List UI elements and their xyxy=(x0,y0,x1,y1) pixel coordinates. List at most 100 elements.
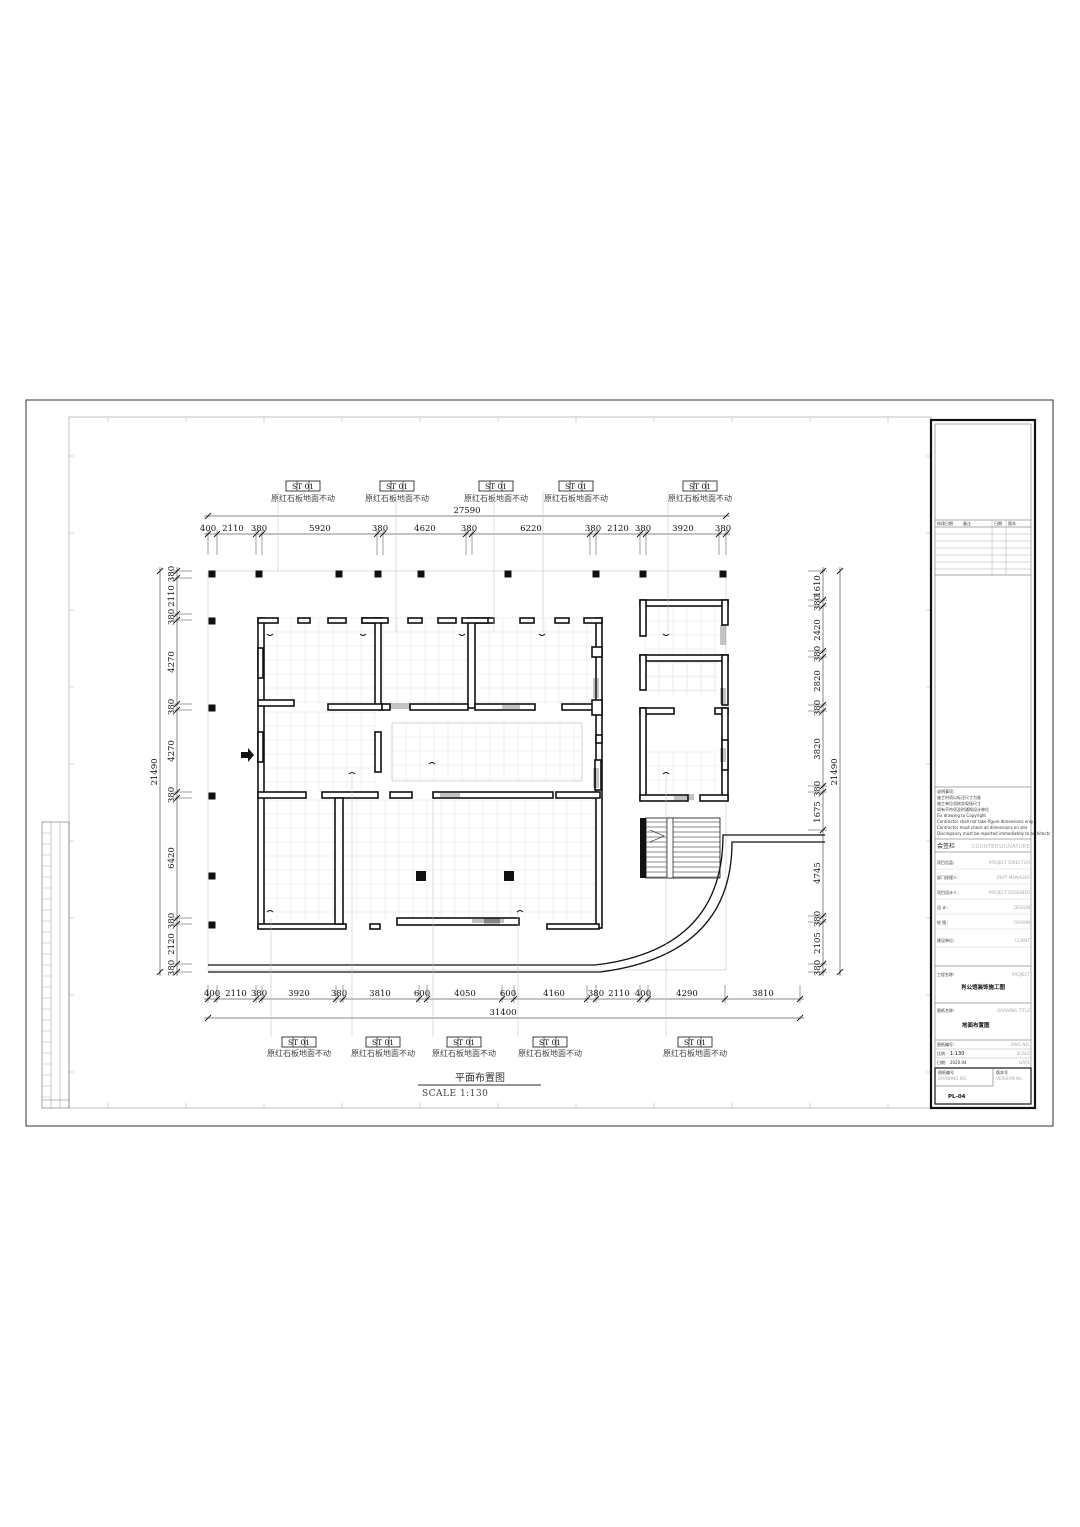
bottom-dimension-label: 600 xyxy=(414,989,430,999)
floor-plan xyxy=(207,570,825,973)
tag-note: 原红石板地面不动 xyxy=(518,1048,582,1058)
drawing-title-block: 平面布置图 SCALE 1:130 xyxy=(418,1072,541,1099)
svg-text:日期：: 日期： xyxy=(937,1059,949,1065)
svg-text:DRAWING NO.: DRAWING NO. xyxy=(938,1076,967,1081)
tag-code: ST 01 xyxy=(288,1038,310,1047)
right-dimension-label: 380 xyxy=(813,781,823,797)
drawing-scale: SCALE 1:130 xyxy=(422,1089,488,1099)
project-name: 肖公馆装饰施工图 xyxy=(961,983,1006,991)
svg-text:如有不符须及时通知设计单位: 如有不符须及时通知设计单位 xyxy=(937,806,989,812)
svg-text:图纸编号: 图纸编号 xyxy=(938,1069,954,1075)
countersign-section: 会签栏 COUNTERSIGNATURE 项目总监：PROJECT DIRECT… xyxy=(935,842,1031,948)
tag-note: 原红石板地面不动 xyxy=(351,1048,415,1058)
role-label-en: DESIGN xyxy=(1014,905,1030,910)
material-tag: ST 01 原红石板地面不动 xyxy=(271,480,335,571)
role-label: 项目设计人： xyxy=(937,889,961,895)
svg-text:DWG NO.: DWG NO. xyxy=(1010,1042,1030,1047)
svg-text:会签栏: 会签栏 xyxy=(937,842,955,850)
top-dimension-label: 3920 xyxy=(672,524,694,534)
role-label-en: CLIENT xyxy=(1015,938,1030,943)
right-dimension-label: 4745 xyxy=(813,862,823,884)
right-dimension-label: 2820 xyxy=(813,670,823,692)
left-revision-grid xyxy=(41,821,70,1109)
svg-text:比例：: 比例： xyxy=(937,1050,949,1056)
right-dimension-label: 3820 xyxy=(813,738,823,760)
role-label: 设 计： xyxy=(937,904,950,910)
tag-code: ST 01 xyxy=(684,1038,706,1047)
general-notes: 说明事项： 施工时须以标注尺寸为准 施工单位须核实现场尺寸 如有不符须及时通知设… xyxy=(935,786,1050,840)
tag-note: 原红石板地面不动 xyxy=(668,493,732,503)
right-dimension-label: 380 xyxy=(813,911,823,927)
svg-text:日期: 日期 xyxy=(994,520,1002,526)
top-dimension-label: 400 xyxy=(200,524,216,534)
top-dimension-label: 380 xyxy=(635,524,651,534)
tag-code: ST 01 xyxy=(689,482,711,491)
role-label: 建设单位： xyxy=(937,937,957,943)
top-overall-dimension: 27590 xyxy=(453,506,480,516)
right-dimension-label: 380 xyxy=(813,595,823,611)
bottom-dimension-label: 380 xyxy=(251,989,267,999)
svg-text:2020.04: 2020.04 xyxy=(950,1060,967,1065)
entrance-arrow-icon xyxy=(241,748,254,762)
left-dimension-label: 6420 xyxy=(167,847,177,869)
role-label: 部门经理人： xyxy=(937,874,961,880)
top-dimension-label: 380 xyxy=(251,524,267,534)
tag-note: 原红石板地面不动 xyxy=(464,493,528,503)
bottom-dimension-label: 4290 xyxy=(676,989,698,999)
material-tag: ST 01 原红石板地面不动 xyxy=(667,480,732,632)
courtyard-void xyxy=(391,722,583,782)
scale-date-section: 图纸编号： DWG NO. 比例： 1:130 SCALE 日期： 2020.0… xyxy=(935,1041,1031,1065)
left-dimension-label: 380 xyxy=(167,566,177,582)
right-overall-dimension: 21490 xyxy=(830,758,840,785)
bottom-dimension-label: 3810 xyxy=(752,989,774,999)
top-dimension-label: 380 xyxy=(372,524,388,534)
tag-note: 原红石板地面不动 xyxy=(544,493,608,503)
right-dimension-label: 2105 xyxy=(813,932,823,954)
right-dimension-label: 380 xyxy=(813,646,823,662)
tag-code: ST 01 xyxy=(453,1038,475,1047)
bottom-dimension-label: 600 xyxy=(500,989,516,999)
svg-text:图纸编号：: 图纸编号： xyxy=(937,1041,957,1047)
svg-text:SCALE: SCALE xyxy=(1017,1051,1031,1056)
sheet-number-box: 图纸编号 DRAWING NO. 版本号 VERSION No. PL-04 xyxy=(934,1067,1032,1105)
window-openings xyxy=(390,625,726,924)
left-dimension-label: 380 xyxy=(167,960,177,976)
svg-text:备注: 备注 xyxy=(963,520,971,526)
tag-note: 原红石板地面不动 xyxy=(271,493,335,503)
right-dimension-label: 380 xyxy=(813,700,823,716)
role-label-en: DEPT MANAGER xyxy=(997,875,1031,880)
right-dimension-label: 1675 xyxy=(813,801,823,823)
right-dimension-chain: 1610380242038028203803820380167547453802… xyxy=(808,567,844,976)
tag-code: ST 01 xyxy=(292,482,314,491)
left-dimension-label: 380 xyxy=(167,787,177,803)
bottom-dimension-label: 380 xyxy=(331,989,347,999)
role-label-en: DRAWN xyxy=(1014,920,1030,925)
left-dimension-label: 380 xyxy=(167,609,177,625)
drawing-title: 平面布置图 xyxy=(455,1072,505,1084)
left-overall-dimension: 21490 xyxy=(150,758,160,785)
left-dimension-label: 380 xyxy=(167,913,177,929)
left-dimension-label: 4270 xyxy=(167,740,177,762)
svg-text:1:130: 1:130 xyxy=(950,1051,964,1057)
top-dimension-label: 4620 xyxy=(414,524,436,534)
bottom-dimension-label: 4160 xyxy=(543,989,565,999)
right-dimension-label: 380 xyxy=(813,960,823,976)
curved-walkway-inner xyxy=(208,841,825,973)
bottom-dimension-label: 380 xyxy=(588,989,604,999)
drawing-name: 地面布置图 xyxy=(962,1021,990,1029)
bottom-dimension-label: 400 xyxy=(204,989,220,999)
svg-text:Contractor must check all dime: Contractor must check all dimensions on … xyxy=(937,825,1028,830)
bottom-dimension-label: 4050 xyxy=(454,989,476,999)
svg-text:版本: 版本 xyxy=(1008,520,1016,526)
top-dimension-label: 2120 xyxy=(607,524,629,534)
role-label-en: PROJECT DIRECTOR xyxy=(989,860,1030,865)
bottom-dimension-label: 2110 xyxy=(225,989,247,999)
material-tags: ST 01 原红石板地面不动 ST 01 原红石板地面不动 ST 01 原红石板地面不动 S… xyxy=(267,480,732,1058)
curved-walkway-outer xyxy=(208,834,825,966)
top-dimension-label: 2110 xyxy=(222,524,244,534)
